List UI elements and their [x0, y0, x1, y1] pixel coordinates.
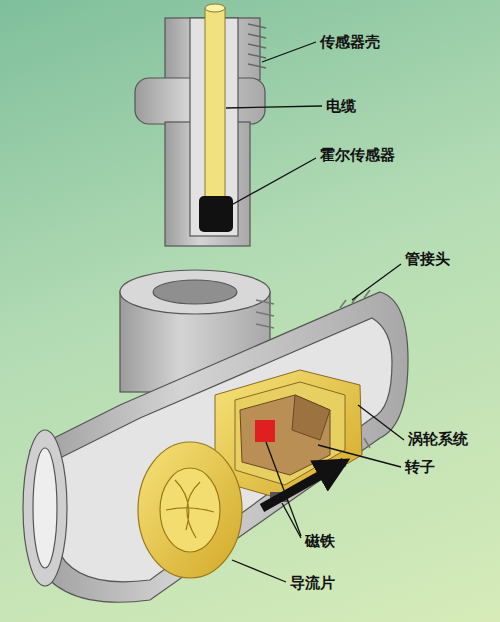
hall-sensor: [199, 196, 233, 232]
pipe-fitting: [23, 270, 408, 602]
part-label: 转子: [405, 458, 435, 476]
magnet: [255, 420, 275, 442]
part-label: 导流片: [290, 574, 335, 592]
part-label: 管接头: [405, 250, 450, 268]
part-label: 霍尔传感器: [320, 146, 395, 164]
guide-vane: [138, 442, 242, 578]
sensor-housing: [135, 18, 266, 246]
rotor: [240, 395, 330, 475]
part-label: 传感器壳: [320, 33, 380, 51]
part-label: 电缆: [326, 97, 356, 115]
part-label: 磁铁: [305, 532, 335, 550]
flow-arrow: [262, 462, 344, 508]
part-label: 涡轮系统: [408, 430, 468, 448]
cable: [205, 4, 225, 200]
leader-lines: [226, 42, 404, 582]
